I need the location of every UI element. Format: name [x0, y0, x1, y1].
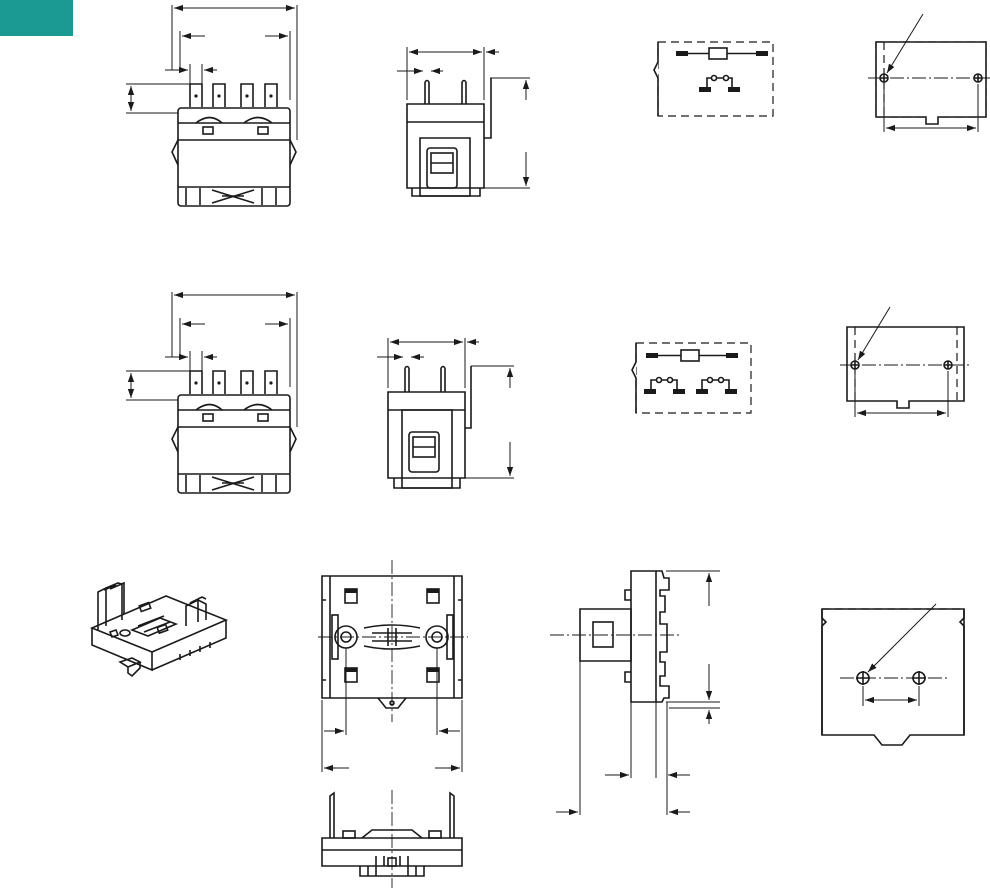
- socket-3d-view-icon: [92, 583, 226, 676]
- relay-side-view-icon: [397, 47, 530, 196]
- panel-mounting-layout-icon: [822, 604, 964, 745]
- mounting-hole-layout-icon: [840, 307, 972, 417]
- relay-front-view-icon: [126, 5, 297, 206]
- socket-side-view-icon: [550, 571, 720, 815]
- spst-relay-schematic-icon: [654, 42, 773, 116]
- section-accent-tab: [0, 0, 73, 36]
- mounting-hole-layout-icon: [868, 14, 990, 132]
- dpst-relay-schematic-icon: [632, 343, 751, 413]
- socket-top-view-icon: [318, 560, 468, 772]
- relay-side-view-icon: [377, 338, 514, 488]
- relay-front-view-icon: [126, 292, 297, 493]
- socket-bottom-view-icon: [322, 790, 462, 888]
